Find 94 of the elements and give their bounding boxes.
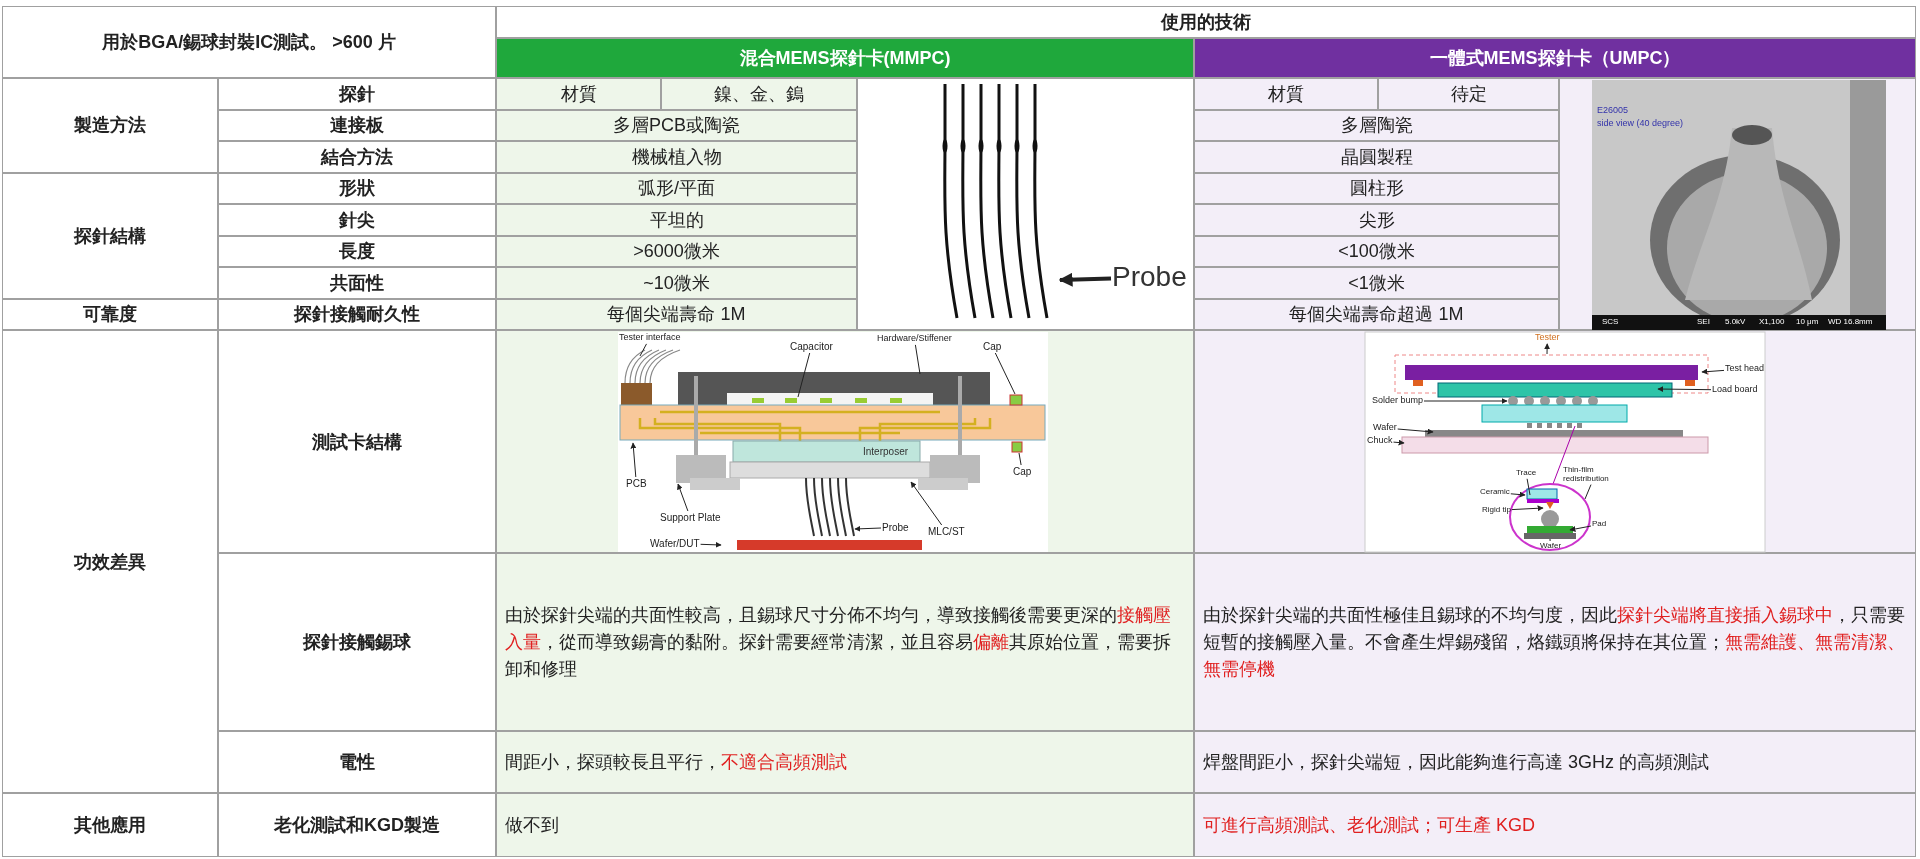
leader-line bbox=[639, 343, 647, 357]
leader-line bbox=[1657, 386, 1712, 393]
value-text: 圓柱形 bbox=[1194, 172, 1559, 204]
leader-line bbox=[1544, 343, 1551, 355]
scale-bar-text: 10 μm bbox=[1796, 318, 1819, 327]
leader-line bbox=[1701, 368, 1725, 375]
callout-label: Wafer bbox=[1373, 423, 1397, 433]
leader-line bbox=[994, 352, 1016, 395]
scale-bar-text: SCS bbox=[1602, 318, 1619, 327]
row-header: 製造方法 bbox=[2, 78, 218, 173]
row-header: 可靠度 bbox=[2, 298, 218, 330]
scale-bar-text: 5.0kV bbox=[1725, 318, 1746, 327]
value-text: 鎳、金、鎢 bbox=[661, 78, 857, 110]
leader-line bbox=[700, 541, 722, 548]
row-header: 連接板 bbox=[218, 109, 496, 141]
row-header: 探針結構 bbox=[2, 172, 218, 299]
value-text: 晶圓製程 bbox=[1194, 141, 1559, 173]
callout-label: Test head bbox=[1725, 364, 1765, 374]
value-text: 尖形 bbox=[1194, 204, 1559, 236]
column-header: 一體式MEMS探針卡（UMPC） bbox=[1194, 38, 1916, 78]
row-header: 功效差異 bbox=[2, 330, 218, 793]
value-text: 弧形/平面 bbox=[496, 172, 857, 204]
callout-label: Wafer bbox=[1540, 542, 1562, 551]
leader-line bbox=[797, 352, 811, 398]
leader-line bbox=[1511, 505, 1544, 512]
callout-label: Chuck bbox=[1367, 436, 1393, 446]
leader-line bbox=[1549, 538, 1551, 542]
row-header: 其他應用 bbox=[2, 793, 218, 857]
value-text: 平坦的 bbox=[496, 204, 857, 236]
value-text: <100微米 bbox=[1194, 235, 1559, 267]
part-label: Interposer bbox=[863, 446, 909, 457]
callout-label: Solder bump bbox=[1372, 396, 1424, 406]
leader-line bbox=[1393, 439, 1405, 446]
row-header: 測試卡結構 bbox=[218, 330, 496, 553]
leader-line bbox=[1569, 525, 1592, 532]
image-caption: E26005 bbox=[1597, 106, 1629, 116]
row-header: 探針接觸錫球 bbox=[218, 553, 496, 731]
value-text: 材質 bbox=[1194, 78, 1378, 110]
value-text: 每個尖端壽命超過 1M bbox=[1194, 298, 1559, 330]
description-text: 間距小，探頭較長且平行，不適合高頻測試 bbox=[496, 731, 1194, 793]
value-text: <1微米 bbox=[1194, 267, 1559, 299]
image-caption: side view (40 degree) bbox=[1597, 119, 1684, 129]
leader-line bbox=[1423, 398, 1508, 404]
callout-label: Trace bbox=[1516, 469, 1537, 478]
description-text: 由於探針尖端的共面性極佳且錫球的不均勻度，因此探針尖端將直接插入錫球中，只需要短暫的接觸壓入量。不會產生焊錫殘留，烙鐵頭將保持在其位置；無需維護、無需清潔、無需停機 bbox=[1194, 553, 1916, 731]
leader-line bbox=[914, 344, 921, 375]
callout-label: Load board bbox=[1712, 385, 1758, 395]
leader-line bbox=[1018, 452, 1022, 466]
row-header: 結合方法 bbox=[218, 141, 496, 173]
description-text: 做不到 bbox=[496, 793, 1194, 857]
leader-line bbox=[854, 525, 882, 532]
scale-bar-text: WD 16.8mm bbox=[1828, 318, 1873, 327]
scale-bar-text: X1,100 bbox=[1759, 318, 1785, 327]
row-header: 老化測試和KGD製造 bbox=[218, 793, 496, 857]
callout-label: Tester interface bbox=[619, 333, 681, 343]
arrow bbox=[1058, 272, 1112, 287]
callout-label: Probe bbox=[1112, 262, 1187, 293]
leader-line bbox=[1397, 428, 1434, 435]
leader-line bbox=[1510, 491, 1526, 498]
value-text: 每個尖端壽命 1M bbox=[496, 298, 857, 330]
value-text: >6000微米 bbox=[496, 235, 857, 267]
probe-pins-drawing bbox=[942, 84, 1049, 319]
row-header: 電性 bbox=[218, 731, 496, 793]
leader-line bbox=[1526, 478, 1531, 496]
callout-label: Hardware/Stiffener bbox=[877, 334, 952, 344]
column-header: 用於BGA/錫球封裝IC測試。 >600 片 bbox=[2, 6, 496, 78]
value-text: ~10微米 bbox=[496, 267, 857, 299]
callout-label: Thin-film redistribution bbox=[1563, 466, 1627, 484]
value-text: 多層PCB或陶瓷 bbox=[496, 109, 857, 141]
row-header: 形狀 bbox=[218, 172, 496, 204]
leader-line bbox=[1584, 484, 1592, 500]
callout-label: Capacitor bbox=[790, 341, 833, 352]
row-header: 共面性 bbox=[218, 267, 496, 299]
scale-bar-text: SEI bbox=[1697, 318, 1710, 327]
row-header: 探針接觸耐久性 bbox=[218, 298, 496, 330]
callout-label: Cap bbox=[983, 341, 1002, 352]
callout-label: Ceramic bbox=[1480, 488, 1510, 497]
column-header: 使用的技術 bbox=[496, 6, 1916, 38]
callout-label: Pad bbox=[1592, 520, 1607, 529]
description-text: 可進行高頻測試、老化測試；可生產 KGD bbox=[1194, 793, 1916, 857]
value-text: 待定 bbox=[1378, 78, 1559, 110]
value-text: 多層陶瓷 bbox=[1194, 109, 1559, 141]
description-text: 由於探針尖端的共面性較高，且錫球尺寸分佈不均勻，導致接觸後需要更深的接觸壓入量，從而導致錫膏的黏附。探針需要經常清潔，並且容易偏離其原始位置，需要拆卸和修理 bbox=[496, 553, 1194, 731]
callout-label: Tester bbox=[1535, 333, 1560, 343]
value-text: 機械植入物 bbox=[496, 141, 857, 173]
value-text: 材質 bbox=[496, 78, 661, 110]
column-header: 混合MEMS探針卡(MMPC) bbox=[496, 38, 1194, 78]
description-text: 焊盤間距小，探針尖端短，因此能夠進行高達 3GHz 的高頻測試 bbox=[1194, 731, 1916, 793]
row-header: 探針 bbox=[218, 78, 496, 110]
leader-line bbox=[630, 442, 637, 478]
row-header: 針尖 bbox=[218, 204, 496, 236]
row-header: 長度 bbox=[218, 235, 496, 267]
leader-line bbox=[677, 483, 689, 512]
leader-line bbox=[910, 481, 943, 526]
